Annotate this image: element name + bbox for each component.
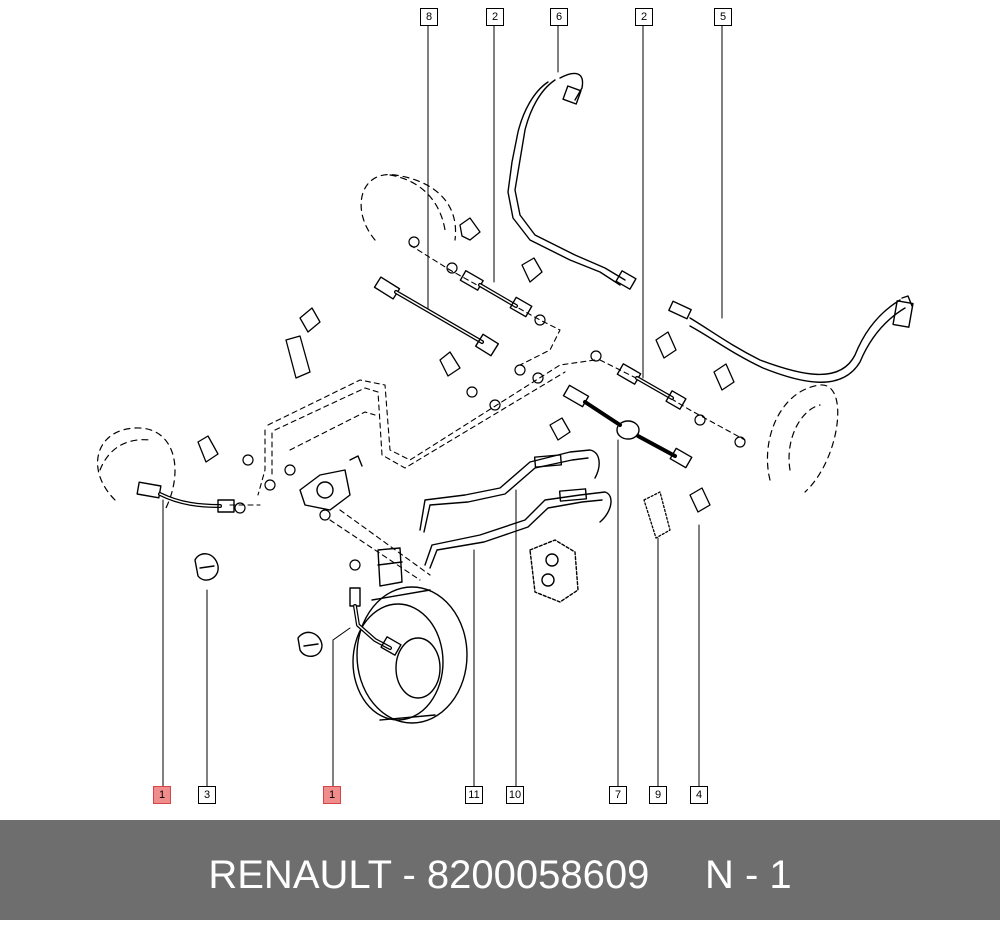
hose-2-left <box>459 269 533 318</box>
callout-7: 7 <box>609 786 627 804</box>
brake-compensator <box>299 455 363 511</box>
hose-7 <box>562 384 693 469</box>
brake-hose-exploded-diagram <box>97 25 914 787</box>
callout-1-rear-highlighted[interactable]: 1 <box>323 786 341 804</box>
rubber-block <box>377 547 403 587</box>
pipe-5 <box>668 295 914 383</box>
hose-1-rear <box>349 587 402 656</box>
callout-6: 6 <box>550 8 568 26</box>
wheel-outlines <box>97 174 839 511</box>
part-number-caption: RENAULT - 8200058609 N - 1 <box>208 853 792 897</box>
rear-wheel <box>352 586 468 724</box>
pipe-10 <box>419 449 600 533</box>
footer-bar: RENAULT - 8200058609 N - 1 <box>0 820 1000 920</box>
hose-2-right <box>616 363 687 410</box>
spare-clip <box>297 631 323 657</box>
callout-11: 11 <box>465 786 483 804</box>
clip-3 <box>194 553 219 581</box>
callout-1-left-highlighted[interactable]: 1 <box>153 786 171 804</box>
small-fittings <box>234 236 746 571</box>
hose-8 <box>373 276 500 357</box>
callout-4: 4 <box>690 786 708 804</box>
brackets <box>197 217 735 539</box>
callout-3: 3 <box>198 786 216 804</box>
pipe-routes <box>229 244 746 581</box>
leader-lines <box>162 25 723 787</box>
hose-1-left <box>136 481 235 513</box>
callout-2-left: 2 <box>486 8 504 26</box>
pipe-11 <box>424 488 612 569</box>
callout-2-right: 2 <box>635 8 653 26</box>
callout-9: 9 <box>649 786 667 804</box>
callout-5: 5 <box>714 8 732 26</box>
rear-caliper <box>529 539 579 603</box>
callout-10: 10 <box>506 786 524 804</box>
pipe-6 <box>507 72 637 290</box>
callout-8: 8 <box>420 8 438 26</box>
